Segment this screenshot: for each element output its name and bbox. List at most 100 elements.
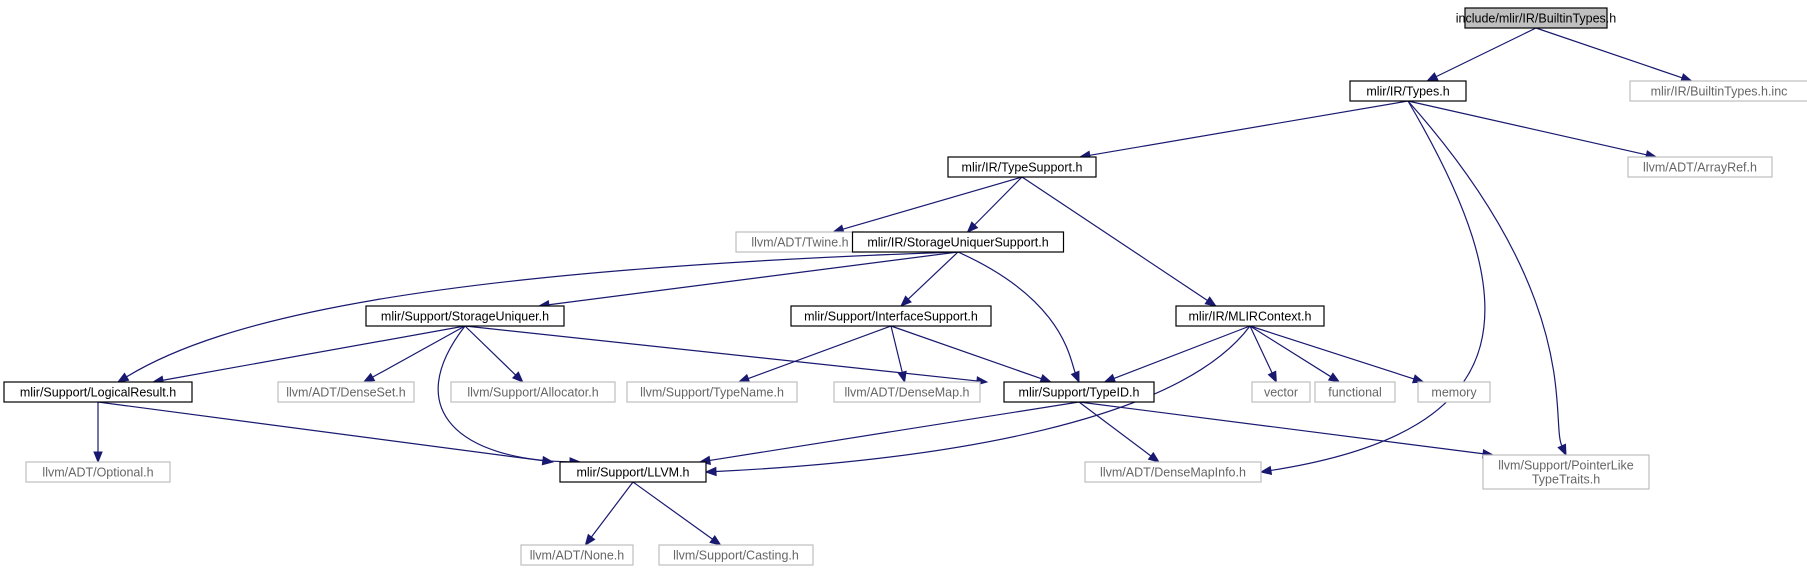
- edge-storage_uniquer_support-to-storage_uniquer: [537, 251, 959, 310]
- node-label: mlir/IR/Types.h: [1366, 84, 1449, 98]
- node-llvm-h[interactable]: mlir/Support/LLVM.h: [559, 461, 707, 483]
- nodes-layer: include/mlir/IR/BuiltinTypes.h mlir/IR/Ty…: [3, 7, 1807, 566]
- node-box: [520, 544, 634, 566]
- node-builtin-types-inc[interactable]: mlir/IR/BuiltinTypes.h.inc: [1629, 80, 1807, 102]
- edge-line: [890, 325, 1042, 380]
- node-type-id[interactable]: mlir/Support/TypeID.h: [1003, 381, 1155, 403]
- edge-mlir_context-to-type_id: [1103, 325, 1251, 383]
- edge-arrowhead: [737, 373, 751, 383]
- node-box: [3, 381, 193, 403]
- node-functional[interactable]: functional: [1314, 381, 1396, 403]
- edge-arrowhead: [1204, 296, 1217, 307]
- edge-arrowhead: [511, 371, 524, 383]
- node-label: llvm/Support/Casting.h: [673, 548, 799, 562]
- node-memory[interactable]: memory: [1417, 381, 1491, 403]
- node-label: llvm/ADT/Twine.h: [751, 235, 848, 249]
- node-optional[interactable]: llvm/ADT/Optional.h: [25, 461, 171, 483]
- node-storage-uniquer[interactable]: mlir/Support/StorageUniquer.h: [365, 305, 565, 327]
- node-box: [1314, 381, 1396, 403]
- edge-line: [162, 325, 466, 381]
- node-label: llvm/ADT/DenseSet.h: [286, 385, 406, 399]
- edge-builtin_types-to-builtin_types_inc: [1535, 27, 1693, 83]
- node-dense-set[interactable]: llvm/ADT/DenseSet.h: [277, 381, 415, 403]
- edge-arrowhead: [1267, 370, 1277, 384]
- edge-arrowhead: [897, 370, 907, 384]
- edge-types-to-array_ref: [1407, 100, 1658, 160]
- node-label: llvm/ADT/Optional.h: [42, 465, 153, 479]
- node-vector[interactable]: vector: [1251, 381, 1311, 403]
- edge-line: [590, 481, 634, 538]
- node-label: llvm/Support/PointerLike: [1498, 458, 1634, 472]
- edge-line: [1249, 325, 1273, 374]
- edge-arrowhead: [1070, 370, 1080, 384]
- edge-storage_uniquer-to-type_id: [464, 325, 989, 386]
- node-box: [1003, 381, 1155, 403]
- edge-storage_uniquer_support-to-interface_support: [900, 251, 959, 307]
- edge-type_id-to-dense_map_info: [1078, 401, 1160, 463]
- edge-line: [126, 251, 959, 378]
- node-box: [1175, 305, 1325, 327]
- node-label: llvm/ADT/DenseMap.h: [844, 385, 969, 399]
- node-label: llvm/ADT/ArrayRef.h: [1643, 160, 1757, 174]
- edge-line: [632, 481, 713, 540]
- edge-arrowhead: [584, 533, 596, 547]
- edge-storage_uniquer_support-to-type_id: [957, 251, 1080, 384]
- node-builtin-types[interactable]: include/mlir/IR/BuiltinTypes.h: [1456, 7, 1617, 29]
- edge-interface_support-to-dense_map: [890, 325, 907, 384]
- edge-line: [890, 325, 903, 373]
- edge-arrowhead: [709, 535, 722, 546]
- edge-types-to-dense_map_info: [1259, 100, 1486, 476]
- edge-line: [907, 251, 959, 300]
- edge-line: [548, 251, 959, 306]
- edge-line: [1407, 100, 1563, 447]
- node-twine[interactable]: llvm/ADT/Twine.h: [735, 231, 865, 253]
- node-none[interactable]: llvm/ADT/None.h: [520, 544, 634, 566]
- node-label: llvm/Support/Allocator.h: [467, 385, 598, 399]
- edge-line: [1089, 100, 1409, 156]
- node-types[interactable]: mlir/IR/Types.h: [1349, 80, 1467, 102]
- node-box: [658, 544, 814, 566]
- edge-line: [1078, 401, 1152, 457]
- node-logical-result[interactable]: mlir/Support/LogicalResult.h: [3, 381, 193, 403]
- edge-logical_result-to-llvm_h: [97, 401, 555, 466]
- edge-line: [464, 325, 978, 382]
- node-box: [1417, 381, 1491, 403]
- node-box: [1251, 381, 1311, 403]
- edge-line: [464, 325, 517, 376]
- edge-line: [709, 401, 1080, 462]
- node-allocator[interactable]: llvm/Support/Allocator.h: [450, 381, 616, 403]
- edge-line: [372, 325, 466, 378]
- edge-line: [1407, 100, 1647, 156]
- node-interface-support[interactable]: mlir/Support/InterfaceSupport.h: [790, 305, 992, 327]
- node-label: llvm/ADT/DenseMapInfo.h: [1100, 465, 1246, 479]
- node-array-ref[interactable]: llvm/ADT/ArrayRef.h: [1627, 156, 1773, 178]
- node-box: [626, 381, 798, 403]
- edge-arrowhead: [1039, 374, 1053, 383]
- edge-line: [1535, 27, 1683, 79]
- node-type-name[interactable]: llvm/Support/TypeName.h: [626, 381, 798, 403]
- edge-line: [1249, 325, 1332, 378]
- node-box: [559, 461, 707, 483]
- node-storage-uniquer-support[interactable]: mlir/IR/StorageUniquerSupport.h: [851, 231, 1065, 253]
- node-label: include/mlir/IR/BuiltinTypes.h: [1456, 11, 1617, 25]
- node-box: [1084, 461, 1262, 483]
- node-mlir-context[interactable]: mlir/IR/MLIRContext.h: [1175, 305, 1325, 327]
- node-type-support[interactable]: mlir/IR/TypeSupport.h: [947, 156, 1097, 178]
- node-box: [1464, 7, 1608, 29]
- edge-arrowhead: [704, 466, 717, 477]
- edge-arrowhead: [1103, 373, 1117, 383]
- node-label: mlir/Support/StorageUniquer.h: [381, 309, 549, 323]
- edge-line: [1435, 27, 1537, 78]
- edge-line: [1249, 325, 1415, 380]
- node-label: llvm/ADT/None.h: [530, 548, 625, 562]
- node-dense-map[interactable]: llvm/ADT/DenseMap.h: [833, 381, 981, 403]
- node-dense-map-info[interactable]: llvm/ADT/DenseMapInfo.h: [1084, 461, 1262, 483]
- edge-storage_uniquer-to-logical_result: [151, 325, 466, 385]
- node-label: functional: [1328, 385, 1382, 399]
- node-box: [365, 305, 565, 327]
- edge-mlir_context-to-functional: [1249, 325, 1341, 383]
- edge-line: [437, 325, 571, 463]
- node-casting[interactable]: llvm/Support/Casting.h: [658, 544, 814, 566]
